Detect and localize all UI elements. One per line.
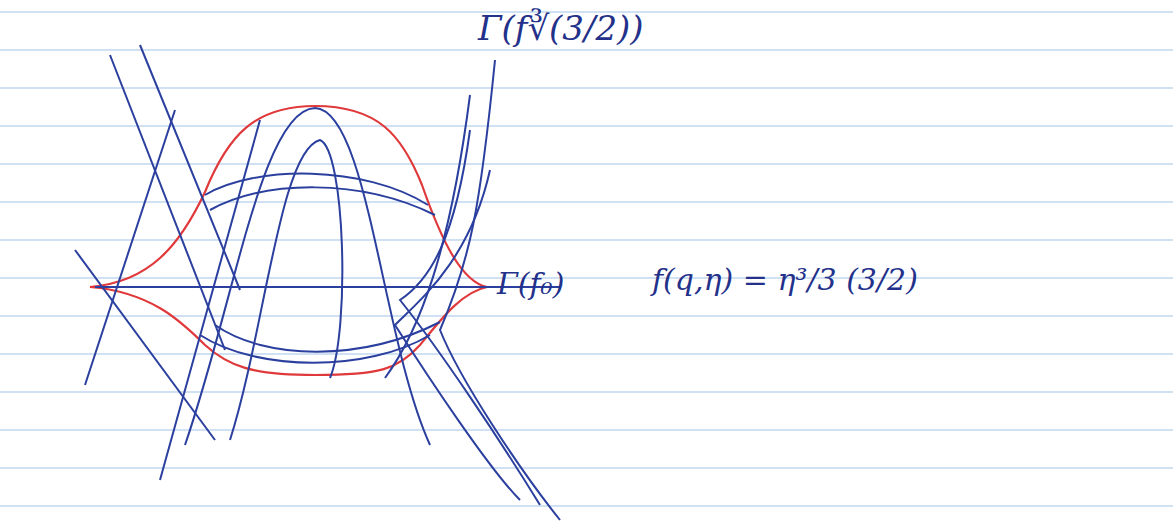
curve-label: Γ(f∛(3/2)) xyxy=(478,8,644,49)
formula-label: f(q,η) = η³/3 (3/2) xyxy=(652,262,918,298)
ruled-lines xyxy=(0,12,1173,506)
curve-label: Γ(f₀) xyxy=(497,266,564,302)
graph-curves xyxy=(75,45,560,520)
